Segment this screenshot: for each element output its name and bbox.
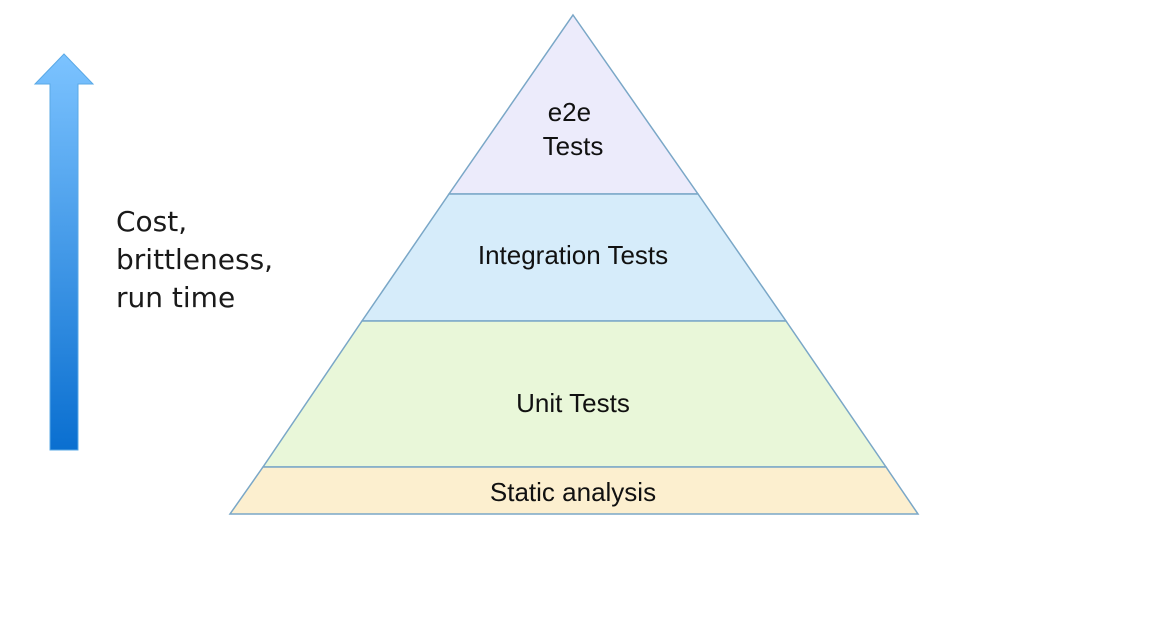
tier-e2e-label-line: e2e (548, 97, 591, 127)
tier-unit-label-line: Unit Tests (516, 388, 630, 418)
pyramid (228, 13, 920, 515)
tier-e2e-label: e2e Tests (543, 97, 604, 161)
side-caption-line: brittleness, (116, 243, 273, 276)
side-caption: Cost, brittleness, run time (116, 205, 282, 314)
side-caption-line: run time (116, 281, 235, 314)
tier-unit-label: Unit Tests (516, 388, 630, 418)
tier-e2e-label-line: Tests (543, 131, 604, 161)
tier-static-analysis (228, 466, 920, 515)
tier-integration-label-line: Integration Tests (478, 240, 668, 270)
tier-static-label-line: Static analysis (490, 477, 656, 507)
up-arrow-icon (33, 53, 95, 451)
side-caption-line: Cost, (116, 205, 187, 238)
tier-static-label: Static analysis (490, 477, 656, 507)
tier-integration-label: Integration Tests (478, 240, 668, 270)
